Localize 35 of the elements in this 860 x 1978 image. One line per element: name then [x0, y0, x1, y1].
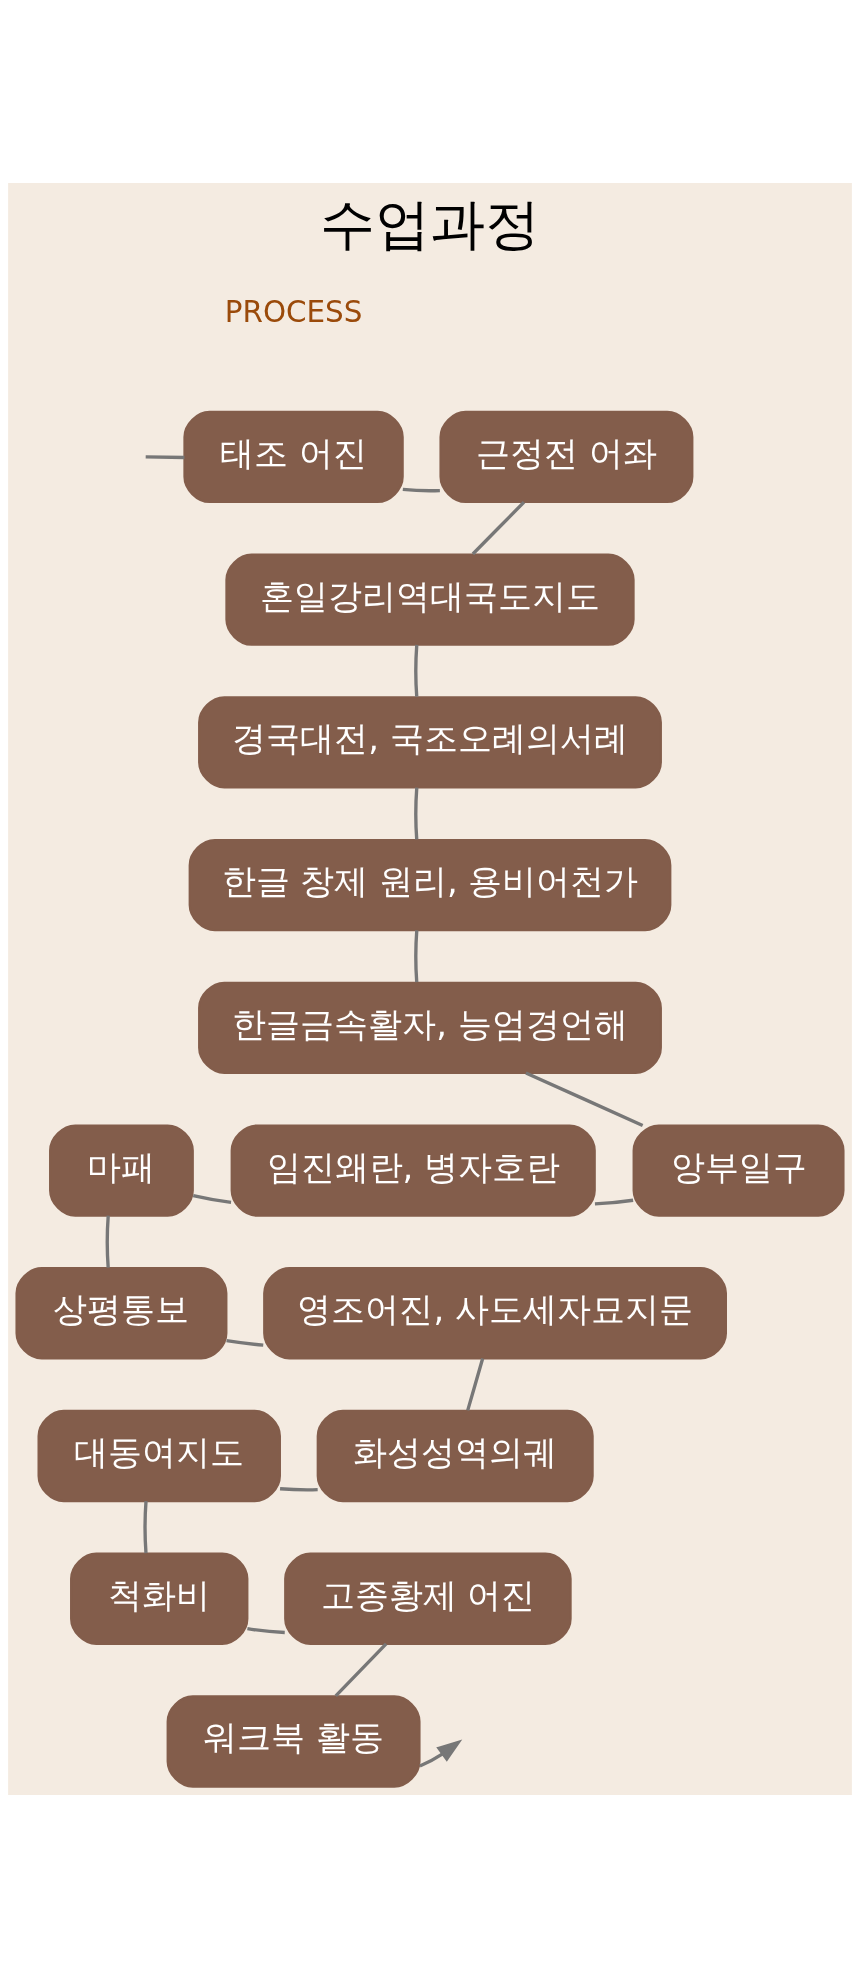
node-box: 대동여지도	[37, 1409, 281, 1503]
connector	[466, 1358, 485, 1411]
node-box: 임진왜란, 병자호란	[230, 1124, 596, 1217]
node-box: 경국대전, 국조오례의서례	[198, 696, 662, 789]
connector	[226, 1339, 264, 1347]
connector	[414, 930, 419, 983]
node-box: 태조 어진	[183, 410, 404, 504]
node-box: 앙부일구	[632, 1124, 845, 1217]
connector	[525, 1071, 644, 1127]
node-box: 척화비	[70, 1552, 249, 1645]
connector	[145, 455, 185, 460]
node-box: 워크북 활동	[166, 1695, 421, 1788]
connector	[594, 1198, 634, 1206]
connector	[279, 1487, 318, 1492]
connector	[192, 1194, 232, 1204]
node-box: 혼일강리역대국도지도	[225, 553, 635, 646]
connector	[247, 1626, 285, 1635]
node-box: 화성성역의궤	[316, 1409, 594, 1503]
diagram-title: 수업과정	[320, 192, 540, 257]
connector	[414, 787, 419, 840]
label: PROCESS	[224, 294, 363, 329]
node-box: 영조어진, 사도세자묘지문	[263, 1267, 727, 1360]
connector	[105, 1215, 110, 1268]
connector	[402, 487, 440, 493]
node-box: 근정전 어좌	[439, 410, 694, 504]
node-box: 마패	[49, 1124, 194, 1217]
node-box: 한글금속활자, 능엄경언해	[198, 981, 662, 1074]
connector	[471, 500, 526, 556]
connector	[143, 1501, 148, 1554]
node-box: 고종황제 어진	[284, 1552, 572, 1645]
arrow	[419, 1739, 463, 1768]
node-box: 한글 창제 원리, 용비어천가	[188, 838, 672, 932]
connector	[414, 644, 419, 697]
connector	[334, 1642, 388, 1697]
node-box: 상평통보	[15, 1267, 228, 1360]
